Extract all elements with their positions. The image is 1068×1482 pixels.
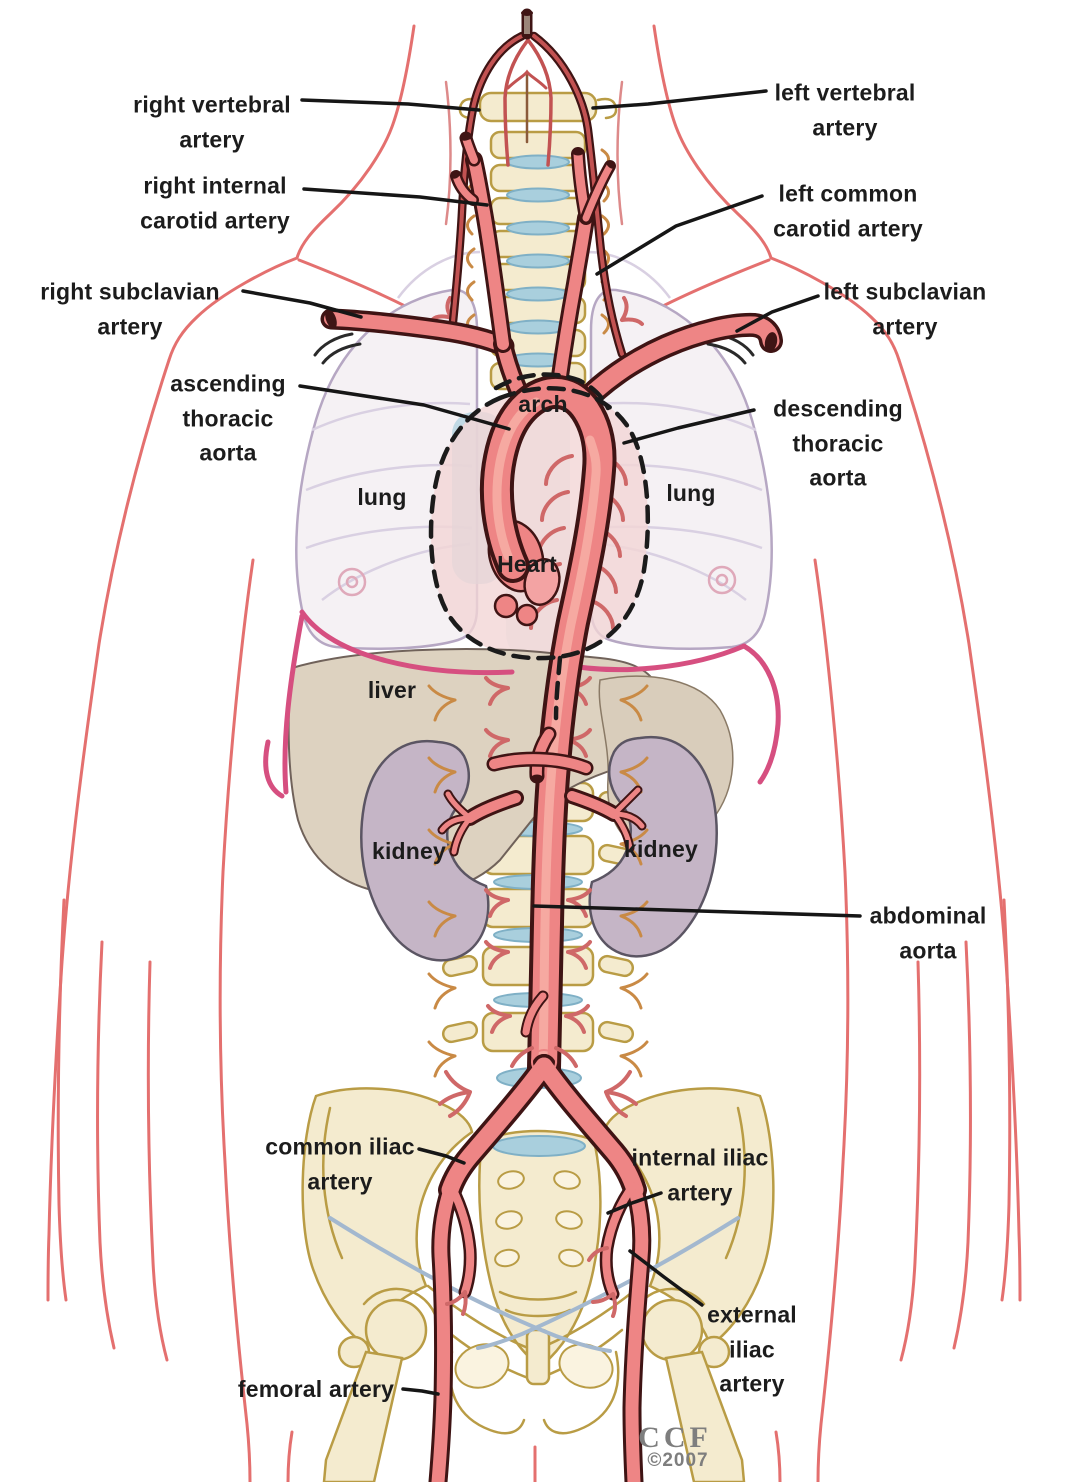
label-abdominal-aorta: abdominal aorta (869, 902, 987, 964)
label-right-vertebral-artery: right vertebral artery (133, 91, 291, 153)
label-right-internal-carotid-artery: right internal carotid artery (140, 172, 290, 234)
label-lung-left: lung (357, 483, 407, 510)
watermark-ccf: CCF (638, 1421, 712, 1454)
leader-lines (241, 89, 862, 1396)
leader-external-iliac (628, 1249, 704, 1307)
leader-internal-iliac (606, 1191, 663, 1215)
leader-left-vertebral (591, 89, 768, 110)
leader-descending-thoracic-aorta (622, 408, 756, 445)
heart-region (431, 388, 648, 659)
label-kidney-right: kidney (623, 835, 699, 862)
label-left-common-carotid-artery: left common carotid artery (773, 180, 923, 242)
label-external-iliac-artery: external iliac artery (707, 1301, 797, 1397)
label-internal-iliac-artery: internal iliac artery (631, 1144, 769, 1206)
label-heart: Heart (497, 550, 557, 577)
label-common-iliac-artery: common iliac artery (265, 1133, 415, 1195)
label-arch: arch (518, 390, 568, 417)
leader-abdominal-aorta (532, 904, 862, 918)
kidneys (360, 735, 718, 962)
leader-ascending-thoracic-aorta (298, 384, 511, 431)
label-left-subclavian-artery: left subclavian artery (823, 278, 987, 340)
leader-right-subclavian (241, 289, 363, 319)
nipple-left (337, 567, 367, 597)
leader-right-internal-carotid (302, 187, 489, 207)
label-descending-thoracic-aorta: descending thoracic aorta (773, 395, 903, 491)
label-liver: liver (367, 676, 417, 703)
label-right-subclavian-artery: right subclavian artery (40, 278, 220, 340)
kidney-left-shape (360, 739, 490, 962)
label-kidney-left: kidney (371, 837, 447, 864)
label-femoral-artery: femoral artery (237, 1375, 395, 1402)
leader-femoral (401, 1387, 440, 1396)
leader-right-vertebral (300, 98, 481, 112)
label-lung-right: lung (666, 479, 716, 506)
body-outline (46, 24, 1022, 1482)
heart-dashed-outline (428, 372, 651, 721)
kidney-right-shape (588, 735, 718, 958)
inguinal-ligaments (328, 1216, 740, 1353)
watermark-year: ©2007 (647, 1450, 709, 1471)
leader-left-subclavian (735, 294, 820, 333)
nipple-right (707, 565, 737, 595)
leader-left-common-carotid (595, 194, 764, 276)
label-ascending-thoracic-aorta: ascending thoracic aorta (170, 370, 286, 466)
leader-common-iliac (417, 1147, 466, 1165)
label-left-vertebral-artery: left vertebral artery (774, 79, 916, 141)
